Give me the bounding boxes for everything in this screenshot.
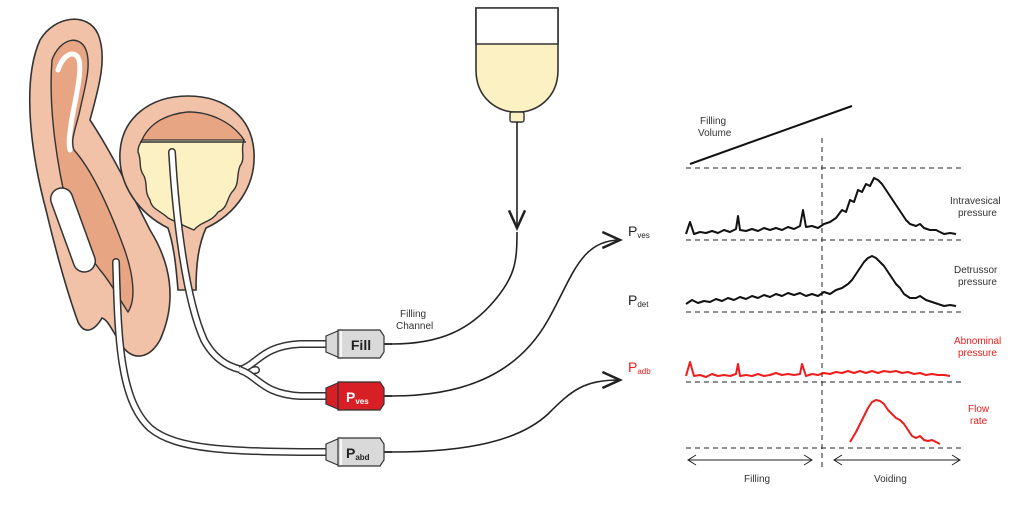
- abdominal-trace: [685, 361, 951, 378]
- svg-text:Padb: Padb: [628, 359, 651, 376]
- fill-branch-inner: [239, 341, 330, 373]
- pves-signal-line: [391, 230, 624, 397]
- fill-connector: Fill: [325, 329, 392, 359]
- intravesical-label-1: Intravesical: [950, 196, 1001, 207]
- pdet-label-sub: det: [637, 300, 649, 309]
- voiding-phase-label: Voiding: [874, 474, 907, 485]
- svg-text:Pves: Pves: [628, 223, 650, 240]
- flow-rate-trace: [849, 399, 941, 445]
- abdominal-label-1: Abnominal: [954, 336, 1001, 347]
- svg-text:Pabd: Pabd: [346, 445, 370, 462]
- filling-channel-label-2: Channel: [396, 321, 433, 332]
- filling-volume-label-2: Volume: [698, 128, 732, 139]
- pdet-label-p: P: [628, 292, 637, 308]
- padb-label-p: P: [628, 359, 637, 375]
- filling-volume-ramp: [689, 105, 853, 165]
- pves-label-p: P: [628, 223, 637, 239]
- flow-label-2: rate: [970, 416, 988, 427]
- cavity-wall-line: [55, 51, 83, 153]
- filling-phase-label: Filling: [744, 474, 770, 485]
- rectal-probe: [49, 187, 97, 273]
- bladder-catheter-inner: [169, 149, 259, 373]
- pabd-connector-p: P: [346, 445, 355, 461]
- padb-label-sub: adb: [637, 367, 651, 376]
- pabd-connector-sub: abd: [355, 453, 369, 462]
- detrusor-label-2: pressure: [958, 277, 997, 288]
- pves-connector-sub: ves: [355, 397, 369, 406]
- bag-air: [475, 7, 559, 45]
- filling-channel-label-1: Filling: [400, 309, 426, 320]
- pabd-connector: Pabd: [325, 437, 392, 467]
- pves-branch-inner: [239, 367, 330, 399]
- saline-bag: [475, 7, 559, 232]
- svg-text:Pdet: Pdet: [628, 292, 649, 309]
- bladder-upper: [141, 111, 246, 141]
- abdominal-label-2: pressure: [958, 348, 997, 359]
- pves-label-sub: ves: [637, 231, 649, 240]
- anatomy: [28, 18, 255, 357]
- abdominal-catheter-inner: [113, 259, 333, 455]
- svg-text:Pves: Pves: [346, 389, 369, 406]
- filling-channel-line: [391, 231, 518, 345]
- fill-connector-label: Fill: [351, 337, 371, 353]
- pves-connector-p: P: [346, 389, 355, 405]
- detrusor-label-1: Detrussor: [954, 265, 998, 276]
- filling-volume-label-1: Filling: [700, 116, 726, 127]
- flow-label-1: Flow: [968, 404, 990, 415]
- traces-panel: Filling Volume Intravesical pressure Det…: [685, 105, 1001, 485]
- pabd-signal-line: [391, 370, 624, 453]
- pves-connector: Pves: [325, 381, 392, 411]
- intravesical-trace: [685, 177, 957, 235]
- intravesical-label-2: pressure: [958, 208, 997, 219]
- catheters: [112, 148, 334, 456]
- bag-port: [509, 111, 525, 123]
- detrusor-trace: [685, 255, 957, 307]
